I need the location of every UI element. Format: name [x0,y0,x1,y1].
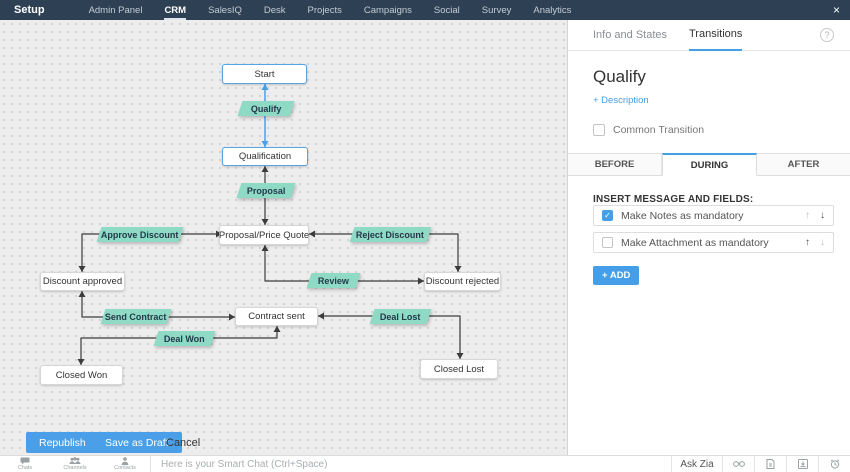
bottom-bar: Chats Channels Contacts Ask Zia [0,455,850,472]
transition-title: Qualify [593,67,646,86]
nav-item-survey[interactable]: Survey [481,4,512,16]
chats-label: Chats [17,464,33,471]
state-closed-lost[interactable]: Closed Lost [420,359,498,379]
state-closed-won[interactable]: Closed Won [40,365,123,385]
add-description-link[interactable]: + Description [593,95,649,106]
state-discount-rejected[interactable]: Discount rejected [424,272,501,291]
tab-transitions[interactable]: Transitions [689,20,743,51]
stage-tabs: BEFORE DURING AFTER [568,153,850,176]
make-attachment-checkbox[interactable] [602,237,613,248]
move-down-icon[interactable]: ↓ [820,210,825,221]
chats-button[interactable]: Chats [0,456,50,472]
nav-item-crm[interactable]: CRM [164,1,187,20]
republish-button[interactable]: Republish [26,432,99,453]
chat-bubble-icon [20,457,30,465]
reminders-button[interactable] [819,456,850,472]
document-icon [766,459,775,469]
nav-item-analytics[interactable]: Analytics [533,4,572,16]
ask-zia-button[interactable]: Ask Zia [680,458,714,470]
help-icon[interactable]: ? [820,28,834,42]
make-attachment-label: Make Attachment as mandatory [621,236,769,249]
move-up-icon[interactable]: ↑ [805,210,810,221]
make-notes-checkbox[interactable]: ✓ [602,210,613,221]
top-nav: Setup Admin Panel CRM SalesIQ Desk Proje… [0,0,850,20]
save-as-draft-button[interactable]: Save as Draft [92,432,182,453]
nav-item-projects[interactable]: Projects [307,4,342,16]
insert-message-heading: INSERT MESSAGE AND FIELDS: [593,194,754,205]
transition-deal-won[interactable]: Deal Won [153,331,216,346]
transition-connectors [77,84,464,365]
move-up-icon[interactable]: ↑ [805,237,810,248]
state-start[interactable]: Start [222,64,307,84]
state-qualification[interactable]: Qualification [222,147,308,166]
state-contract-sent[interactable]: Contract sent [235,307,318,326]
add-button[interactable]: + ADD [593,266,640,285]
alarm-clock-icon [830,459,839,469]
zia-search-button[interactable] [723,456,754,472]
connector-deal-lost[interactable] [318,312,464,360]
channels-icon [69,456,81,464]
transition-reject-discount[interactable]: Reject Discount [349,227,432,242]
nav-item-desk[interactable]: Desk [263,4,286,16]
transition-send-contract[interactable]: Send Contract [100,309,172,324]
tab-during[interactable]: DURING [662,153,757,176]
connector-review[interactable] [261,245,425,285]
nav-item-admin-panel[interactable]: Admin Panel [88,4,143,16]
common-transition-checkbox[interactable] [593,124,605,136]
documents-button[interactable] [755,456,786,472]
state-proposal-price-quote[interactable]: Proposal/Price Quote [219,225,309,245]
transition-proposal[interactable]: Proposal [236,183,296,198]
move-down-icon[interactable]: ↓ [820,237,825,248]
channels-button[interactable]: Channels [50,456,100,472]
transition-approve-discount[interactable]: Approve Discount [96,227,184,242]
connector-send-contract[interactable] [78,291,236,321]
close-icon[interactable]: × [832,3,840,17]
contacts-label: Contacts [114,464,136,471]
state-discount-approved[interactable]: Discount approved [40,272,125,291]
common-transition-row: Common Transition [593,124,850,136]
cancel-button[interactable]: Cancel [166,437,201,449]
transition-detail-panel: Info and States Transitions ? Qualify + … [567,20,850,455]
tab-before[interactable]: BEFORE [568,153,662,175]
transition-review[interactable]: Review [306,273,361,288]
transition-qualify[interactable]: Qualify [237,101,295,116]
blueprint-canvas[interactable]: Start Qualification Proposal/Price Quote… [0,20,567,455]
transition-deal-lost[interactable]: Deal Lost [369,309,432,324]
nav-item-campaigns[interactable]: Campaigns [363,4,412,16]
smart-chat-input[interactable] [151,456,671,472]
binoculars-icon [732,461,745,467]
field-row-make-notes[interactable]: ✓ Make Notes as mandatory ↑ ↓ [593,205,834,226]
setup-title: Setup [14,4,45,16]
common-transition-label: Common Transition [613,124,705,136]
downloads-tray-button[interactable] [787,456,818,472]
panel-header: Info and States Transitions ? [568,20,850,51]
contacts-button[interactable]: Contacts [100,456,150,472]
nav-item-salesiq[interactable]: SalesIQ [208,4,242,16]
nav-item-social[interactable]: Social [433,4,460,16]
channels-label: Channels [63,464,87,471]
field-row-make-attachment[interactable]: Make Attachment as mandatory ↑ ↓ [593,232,834,253]
contact-person-icon [121,456,129,465]
download-tray-icon [797,459,808,469]
tab-after[interactable]: AFTER [757,153,850,175]
make-notes-label: Make Notes as mandatory [621,209,744,222]
tab-info-and-states[interactable]: Info and States [593,29,667,41]
top-nav-items: Admin Panel CRM SalesIQ Desk Projects Ca… [88,1,572,20]
